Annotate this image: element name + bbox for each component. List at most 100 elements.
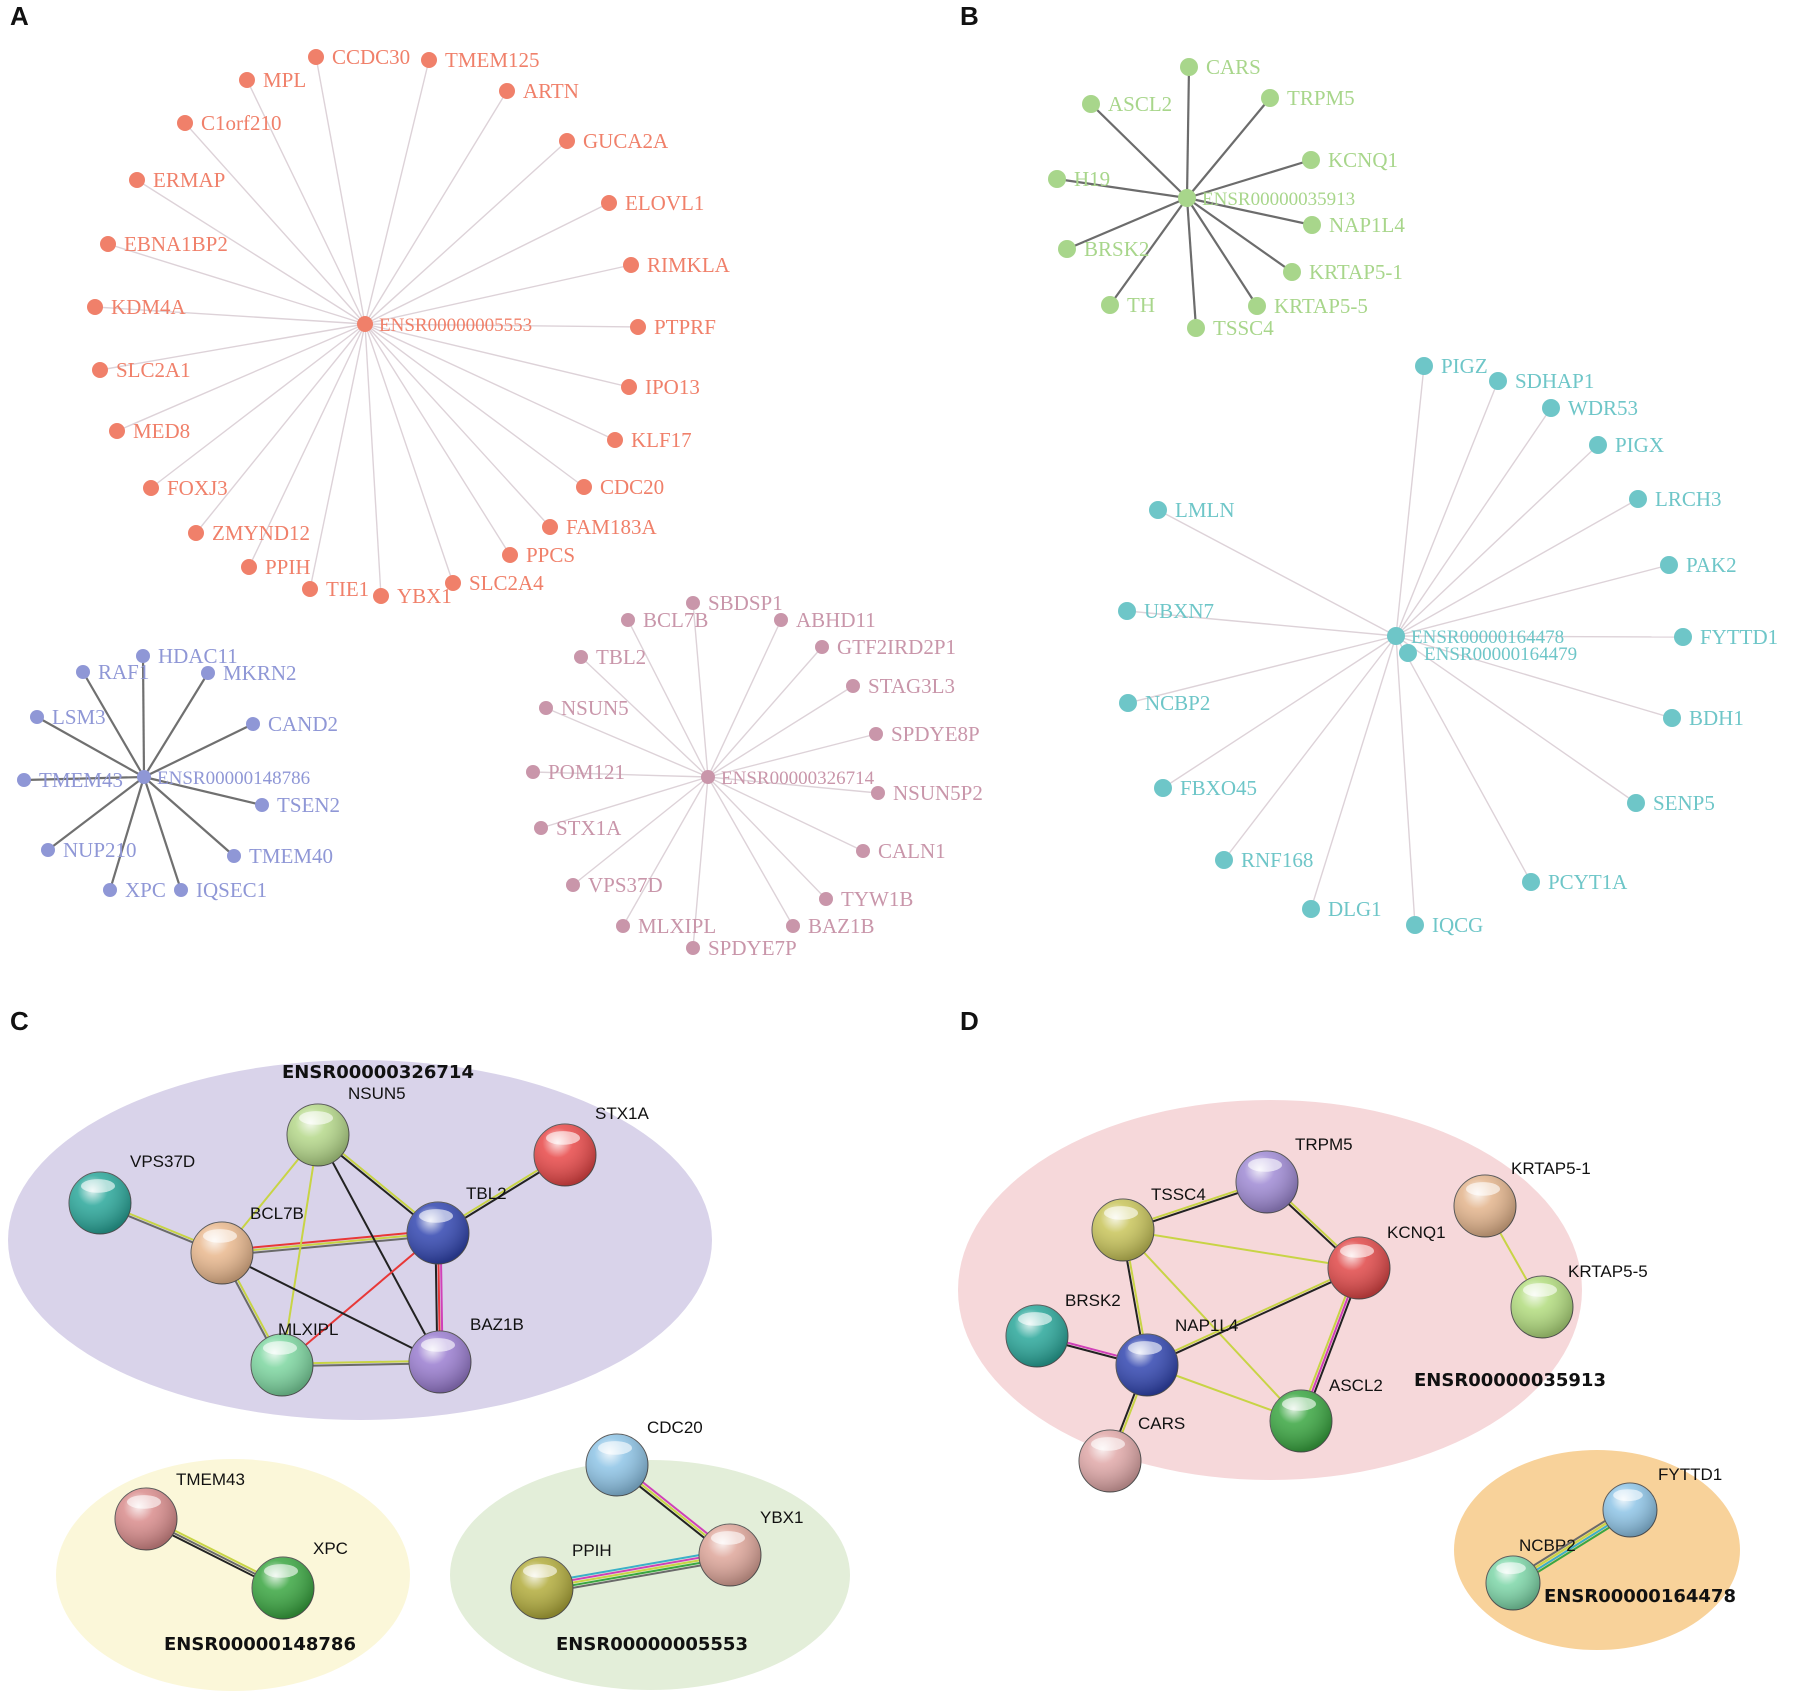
ppi-edge-tssc4-kcnq1 [1122,1229,1360,1269]
protein-label-xpc: XPC [313,1539,348,1558]
edge-th [1109,197,1188,306]
center-label: ENSR00000035913 [1202,189,1355,210]
node-sdhap1 [1489,372,1507,390]
protein-node-mlxipl: MLXIPL [250,1320,338,1397]
gene-label-lrch3: LRCH3 [1655,487,1722,511]
edge-h19 [1056,177,1188,200]
protein-label-cars: CARS [1138,1414,1185,1433]
node-ebna1bp2 [100,236,116,252]
gene-label-rnf168: RNF168 [1241,848,1313,872]
protein-node-brsk2: BRSK2 [1005,1291,1121,1368]
ppi-edge-ppih-ybx1 [542,1556,731,1592]
edge-pom121 [532,771,709,778]
edge-rnf168 [1223,635,1397,861]
sphere-gloss [1103,1206,1139,1220]
node-klf17 [607,432,623,448]
center-node [137,770,151,784]
gene-label-dlg1: DLG1 [1328,897,1382,921]
edge-stx1a [540,776,709,829]
sphere-gloss [263,1564,299,1578]
edge-baz1b [707,776,794,927]
node-pom121 [526,765,540,779]
node-xpc [103,883,117,897]
edge-tmem125 [364,59,430,325]
gene-label-med8: MED8 [133,419,190,443]
node-c1orf210 [177,115,193,131]
node-fyttd1 [1674,628,1692,646]
node-tssc4 [1187,319,1205,337]
node-ncbp2 [1119,694,1137,712]
edge-ccdc30 [315,56,366,325]
node-tmem125 [421,52,437,68]
edge-lrch3 [1395,498,1639,637]
sphere-gloss [298,1111,334,1125]
edge-pigz [1395,365,1425,637]
edge-nap1l4 [1186,196,1313,227]
node-iqcg [1406,916,1424,934]
ppi-edge-tssc4-ascl2 [1122,1229,1302,1422]
edge-lsm3 [36,716,145,778]
sphere-gloss [126,1495,162,1509]
protein-label-ppih: PPIH [572,1541,612,1560]
protein-node-vps37d: VPS37D [68,1152,195,1235]
node-lrch3 [1629,490,1647,508]
gene-label-ppcs: PPCS [526,543,575,567]
node-sbdsp1 [686,596,700,610]
edge-sbdsp1 [692,602,709,778]
node-krtap5-1 [1283,263,1301,281]
edge-mkrn2 [143,672,209,778]
gene-label-ccdc30: CCDC30 [332,45,410,69]
edge-foxj3 [150,323,366,489]
panel-letter-c: C [10,1006,29,1036]
panel-letter-b: B [960,1,979,31]
cluster-ellipse-35913 [958,1100,1582,1480]
panel-letter-d: D [960,1006,979,1036]
cluster-title-35913: ENSR00000035913 [1414,1370,1606,1391]
edge-ppcs [364,323,511,556]
edge-fam183a [364,323,551,528]
protein-label-nsun5: NSUN5 [348,1084,406,1103]
edge-abhd11 [707,619,782,778]
edge-rimkla [364,264,632,325]
node-tsen2 [255,798,269,812]
center-node [1387,627,1405,645]
node-cdc20 [576,479,592,495]
ppi-edge-nsun5-baz1b [317,1134,441,1363]
protein-node-ppih: PPIH [510,1541,612,1620]
node-slc2a1 [92,362,108,378]
ppi-edge-bcl7b-tbl2 [221,1229,438,1252]
edge-brsk2 [1066,196,1188,251]
gene-label-mkrn2: MKRN2 [223,661,297,685]
node-fbxo45 [1154,779,1172,797]
edge-ptprf [364,323,639,328]
edge-raf1 [82,671,145,778]
edge-fyttd1 [1395,635,1684,638]
edge-guca2a [364,140,568,325]
edge-tsen2 [143,775,263,807]
edge-mlxipl [622,776,709,927]
protein-node-xpc: XPC [251,1539,348,1620]
gene-label-cars: CARS [1206,55,1261,79]
net-ensr164478: PIGZSDHAP1WDR53PIGXLRCH3PAK2FYTTD1BDH1SE… [1118,354,1778,937]
node-iqsec1 [174,883,188,897]
protein-label-tmem43: TMEM43 [176,1470,245,1489]
edge-ebna1bp2 [107,243,366,325]
edge-gtf2ird2p1 [707,646,823,778]
edge-ipo13 [364,323,630,388]
edge-c1orf210 [184,122,366,325]
sphere-gloss [80,1179,116,1193]
edge-trpm5 [1186,97,1271,199]
protein-node-bcl7b: BCL7B [190,1204,304,1285]
gene-label-mlxipl: MLXIPL [638,914,716,938]
node-kcnq1 [1302,151,1320,169]
gene-label-fyttd1: FYTTD1 [1700,625,1778,649]
node-dlg1 [1302,900,1320,918]
node-ppcs [502,547,518,563]
node-raf1 [76,665,90,679]
edge-stag3l3 [707,685,854,778]
sphere-gloss [1090,1437,1126,1451]
protein-node-tbl2: TBL2 [406,1184,507,1265]
node-zmynd12 [188,525,204,541]
